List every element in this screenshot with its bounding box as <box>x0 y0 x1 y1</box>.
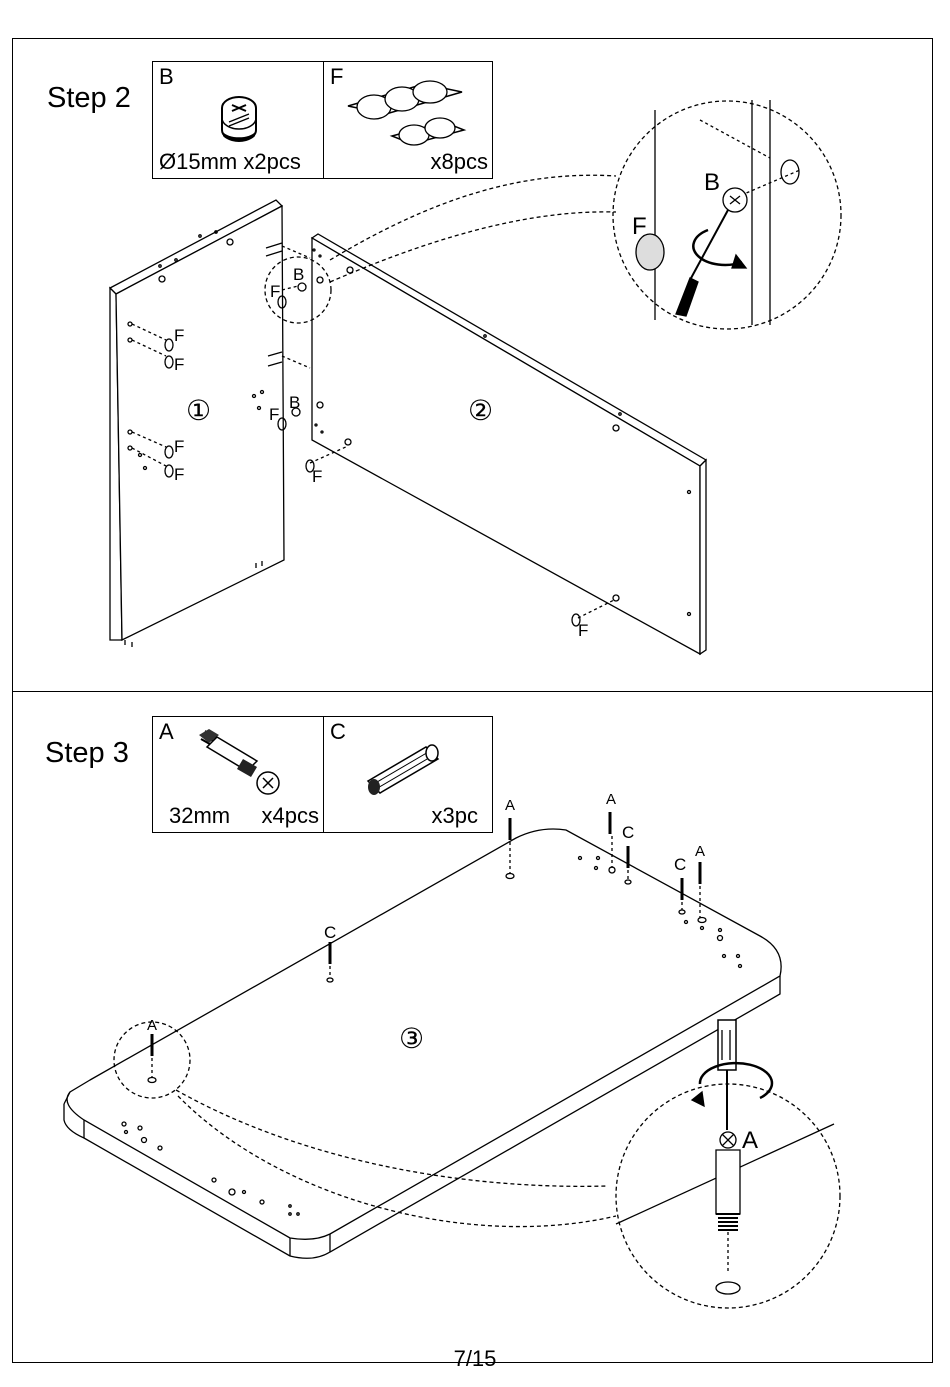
label-a-1: A <box>505 797 515 814</box>
label-a-3: A <box>695 843 705 860</box>
part-b-cell: B Ø15mm x2pcs <box>153 62 324 178</box>
part-f-cell: F x8pcs <box>324 62 492 178</box>
cam-lock-detail-zoom <box>612 100 842 330</box>
label-f-6: F <box>174 465 184 484</box>
panel-3-number: ③ <box>399 1023 424 1054</box>
label-a-4: A <box>147 1017 157 1034</box>
part-a-cell: A 32mm x4pcs <box>153 717 324 832</box>
step-2-parts-box: B Ø15mm x2pcs F x8pcs <box>152 61 493 179</box>
page-frame <box>12 38 933 1363</box>
part-c-cell: C x3pc <box>324 717 492 832</box>
cam-bolt-icon <box>199 729 280 795</box>
step-2-title: Step 2 <box>47 82 131 114</box>
part-a-letter: A <box>159 719 174 744</box>
label-c-2: C <box>674 855 686 874</box>
diameter-symbol: Ø <box>159 149 177 174</box>
step-3-parts-box: A 32mm x4pcs C x3pc <box>152 716 493 833</box>
part-c-qty: x3pc <box>431 803 478 828</box>
step-3-title: Step 3 <box>45 737 129 769</box>
label-f-2: F <box>269 405 279 424</box>
page-number: 7/15 <box>453 1346 497 1371</box>
label-c-3: C <box>324 923 336 942</box>
wooden-dowel-icon <box>366 744 440 795</box>
zoom-label-a: A <box>742 1127 758 1154</box>
label-f-5: F <box>174 437 184 456</box>
label-f-1: F <box>270 282 280 301</box>
step-divider <box>12 691 933 692</box>
zoom-label-b: B <box>704 169 720 196</box>
part-a-size: 32mm <box>169 803 231 828</box>
cover-caps-icon <box>347 80 467 146</box>
side-panel-1 <box>108 199 285 647</box>
part-f-spec: x8pcs <box>430 149 488 174</box>
label-b-2: B <box>289 393 300 412</box>
panel-1-number: ① <box>186 395 211 426</box>
zoom-label-f: F <box>632 213 647 240</box>
label-f-7: F <box>312 467 322 486</box>
label-f-3: F <box>174 326 184 345</box>
back-panel-2 <box>264 233 708 656</box>
part-c-letter: C <box>330 719 346 744</box>
part-b-letter: B <box>159 64 174 89</box>
label-a-2: A <box>606 791 616 808</box>
part-b-spec-row: Ø15mm x2pcs <box>159 149 301 175</box>
top-panel-3 <box>63 812 782 1259</box>
label-c-1: C <box>622 823 634 842</box>
cam-bolt-detail-zoom <box>615 1019 841 1309</box>
panel-2-number: ② <box>468 395 493 426</box>
label-f-8: F <box>578 621 588 640</box>
part-f-letter: F <box>330 64 344 89</box>
cam-lock-icon <box>221 96 257 142</box>
label-f-4: F <box>174 355 184 374</box>
part-a-qty: x4pcs <box>261 803 319 828</box>
label-b-1: B <box>293 265 304 284</box>
part-b-spec: 15mm x2pcs <box>176 149 301 174</box>
